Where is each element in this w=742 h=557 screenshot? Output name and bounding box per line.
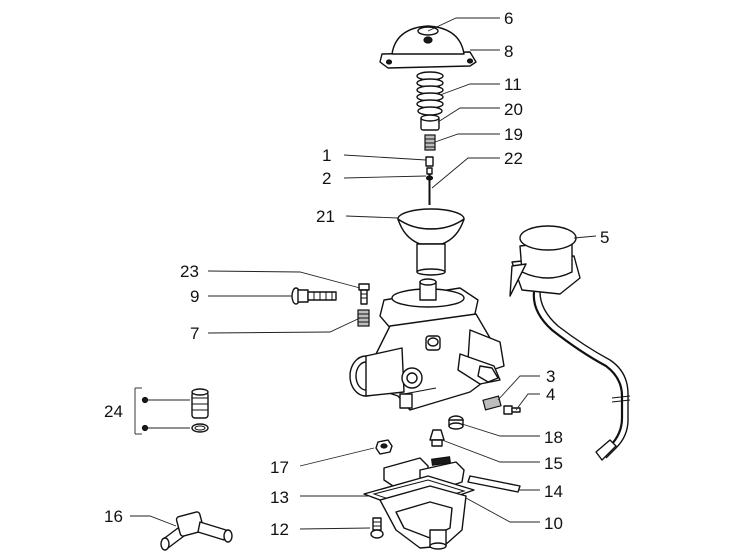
spacer-part <box>420 114 440 131</box>
callout-17: 17 <box>270 458 289 477</box>
callout-23: 23 <box>180 262 199 281</box>
callout-10: 10 <box>544 514 563 533</box>
callout-8: 8 <box>504 42 513 61</box>
callout-3: 3 <box>546 367 555 386</box>
top-cover-part <box>379 25 477 69</box>
jet-nut-part <box>375 439 393 455</box>
callout-9: 9 <box>190 287 199 306</box>
small-spring-part <box>424 134 436 151</box>
callout-2: 2 <box>322 169 331 188</box>
callout-11: 11 <box>504 75 522 94</box>
callout-22: 22 <box>504 149 523 168</box>
callout-20: 20 <box>504 100 523 119</box>
drain-fitting-part <box>160 511 233 551</box>
callout-5: 5 <box>600 228 609 247</box>
float-pin-part <box>467 475 521 493</box>
leader-lines <box>130 17 597 530</box>
mixture-spring-part <box>482 395 502 411</box>
callout-7: 7 <box>190 324 199 343</box>
auto-choke-part <box>509 225 631 461</box>
diaphragm-slide-part <box>397 208 465 276</box>
callout-18: 18 <box>544 428 563 447</box>
float-bowl-part <box>379 485 467 550</box>
callout-labels: 6 8 11 20 19 1 22 2 21 5 23 9 7 3 4 24 1… <box>104 9 609 539</box>
callout-15: 15 <box>544 454 563 473</box>
idle-spring-part <box>357 309 370 327</box>
callout-19: 19 <box>504 125 523 144</box>
float-valve-seat-part <box>448 415 464 430</box>
jet-oring-part <box>191 388 209 433</box>
bowl-screw-part <box>370 517 384 539</box>
callout-24: 24 <box>104 402 123 421</box>
callout-14: 14 <box>544 482 563 501</box>
callout-4: 4 <box>546 385 555 404</box>
callout-6: 6 <box>504 9 513 28</box>
idle-screw-part <box>358 283 370 305</box>
callout-21: 21 <box>316 207 335 226</box>
callout-1: 1 <box>322 146 331 165</box>
callout-13: 13 <box>270 488 289 507</box>
callout-16: 16 <box>104 507 123 526</box>
float-needle-part <box>429 429 445 447</box>
callout-12: 12 <box>270 520 289 539</box>
spring-part <box>416 71 444 116</box>
side-screw-part <box>291 287 337 305</box>
needle-part <box>425 156 434 205</box>
carburetor-body-part <box>349 278 505 411</box>
